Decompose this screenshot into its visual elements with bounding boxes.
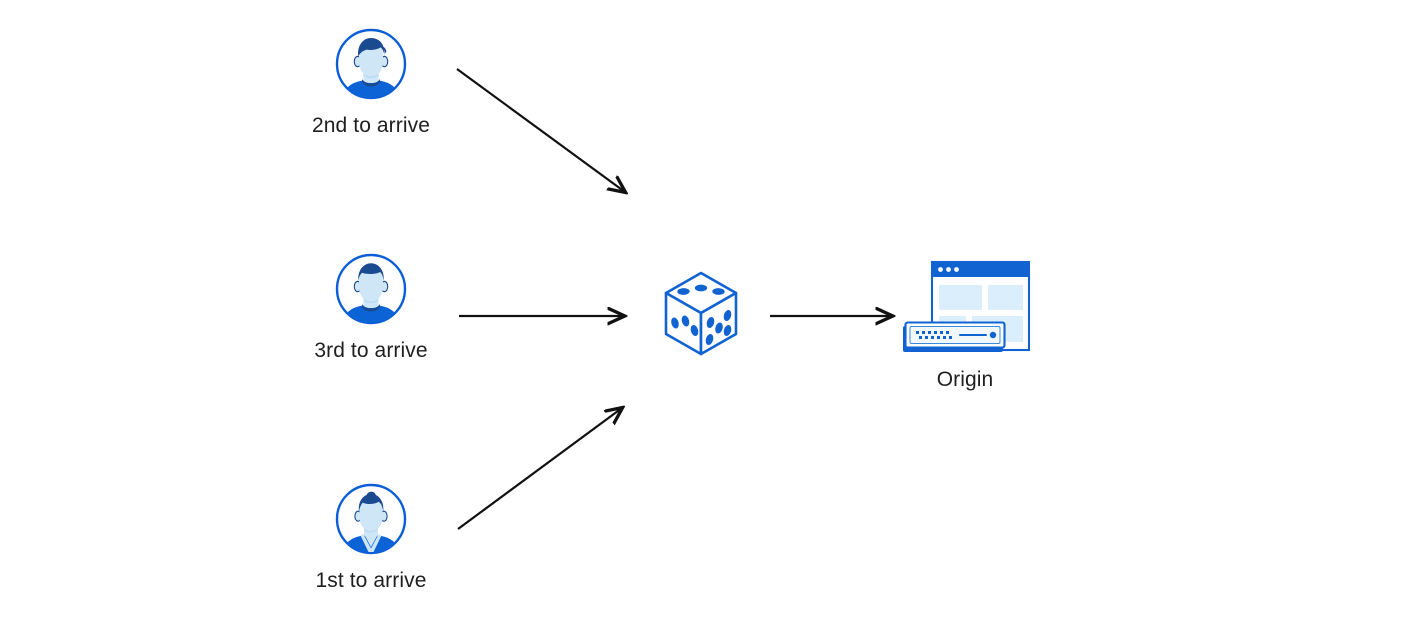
node-user-3rd[interactable]: 3rd to arrive (314, 252, 428, 364)
node-user-1st[interactable]: 1st to arrive (316, 482, 426, 594)
node-user-2nd[interactable]: 2nd to arrive (312, 27, 430, 139)
arrow-1st-to-dice (457, 408, 622, 530)
node-label-user-2nd: 2nd to arrive (311, 114, 431, 137)
user-avatar-icon (334, 252, 408, 326)
user-avatar-icon (334, 482, 408, 556)
dice-icon (658, 268, 744, 360)
server-device-icon (903, 321, 1006, 352)
origin-server-icon (899, 258, 1031, 356)
user-avatar-icon (334, 27, 408, 101)
arrow-2nd-to-dice (456, 68, 625, 192)
node-label-origin: Origin (936, 368, 994, 391)
node-label-user-1st: 1st to arrive (315, 569, 427, 592)
node-origin[interactable]: Origin (898, 258, 1032, 393)
node-load-balancer[interactable] (658, 268, 744, 360)
node-label-user-3rd: 3rd to arrive (314, 339, 428, 362)
